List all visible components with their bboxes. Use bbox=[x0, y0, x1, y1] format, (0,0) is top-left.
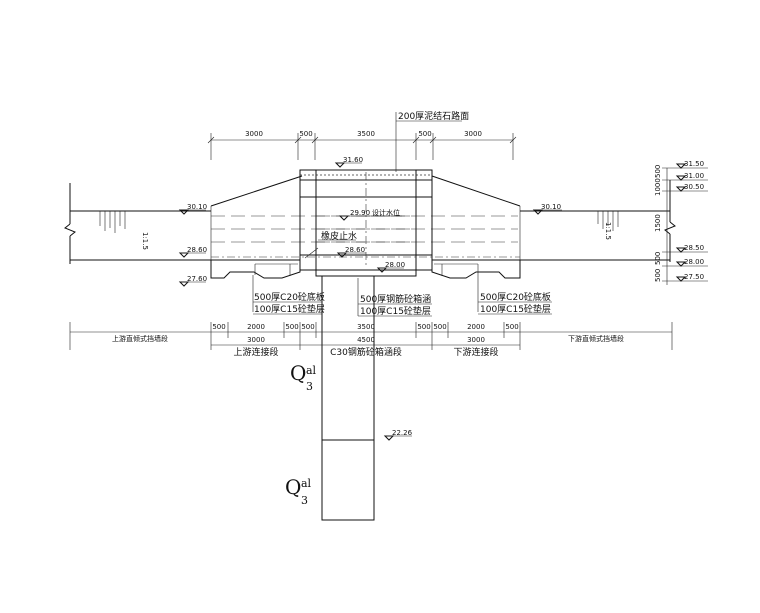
dim-bottom-3: 500 bbox=[285, 323, 298, 331]
right-connection-slab bbox=[431, 259, 521, 279]
elev-30-50: 30.50 bbox=[684, 183, 704, 191]
elev-28-60-mid: 28.60 bbox=[345, 246, 365, 254]
geology-sub-1: 3 bbox=[306, 380, 313, 393]
dim-bottom-2: 2000 bbox=[247, 323, 265, 331]
mid-slab-label-1: 500厚钢筋砼箱涵 bbox=[360, 293, 431, 305]
mid-slab-callout: 500厚钢筋砼箱涵 100厚C15砼垫层 bbox=[357, 278, 432, 317]
geology-label-upper: Q al 3 bbox=[290, 361, 317, 393]
elev-30-10-left: 30.10 bbox=[187, 203, 207, 211]
dim-top-1: 3000 bbox=[245, 130, 263, 138]
dim-top-3: 3500 bbox=[357, 130, 375, 138]
segment-culvert: C30钢筋砼箱涵段 bbox=[330, 346, 402, 358]
geology-label-lower: Q al 3 bbox=[285, 475, 312, 507]
dim-bottom-8: 2000 bbox=[467, 323, 485, 331]
right-slab-callout: 500厚C20砼底板 100厚C15砼垫层 bbox=[477, 275, 552, 315]
right-elevation-scale: 500 1000 1500 500 500 31.50 31.00 30.50 … bbox=[654, 160, 708, 285]
road-surface-label: 200厚泥结石路面 bbox=[398, 110, 469, 122]
mid-slab-label-2: 100厚C15砼垫层 bbox=[360, 305, 431, 317]
downstream-channel: 1:1.5 bbox=[520, 180, 676, 262]
dim-bottom-1: 500 bbox=[212, 323, 225, 331]
right-slab-label-2: 100厚C15砼垫层 bbox=[480, 303, 551, 315]
bottom-dimension-chain: 500 2000 500 500 3500 500 500 2000 500 3… bbox=[69, 322, 673, 358]
dim-right-1: 500 bbox=[654, 165, 662, 178]
dim-top-5: 3000 bbox=[464, 130, 482, 138]
road-surface-callout: 200厚泥结石路面 bbox=[395, 110, 469, 172]
dim-top-2: 500 bbox=[299, 130, 312, 138]
dim-bottom-6: 500 bbox=[417, 323, 430, 331]
dim-right-3: 1500 bbox=[654, 214, 662, 232]
elev-28-00-mid: 28.00 bbox=[385, 261, 405, 269]
upstream-channel: 1:1.5 bbox=[64, 183, 211, 264]
dim-bottom-4: 500 bbox=[301, 323, 314, 331]
elev-22-26: 22.26 bbox=[392, 429, 413, 437]
elev-30-10-right: 30.10 bbox=[541, 203, 561, 211]
elev-28-50: 28.50 bbox=[684, 244, 704, 252]
elev-31-50: 31.50 bbox=[684, 160, 704, 168]
geology-sup-2: al bbox=[301, 477, 312, 490]
geology-symbol-2: Q bbox=[285, 475, 301, 499]
right-slab-label-1: 500厚C20砼底板 bbox=[480, 291, 551, 303]
segment-downstream-retaining: 下游直倾式挡墙段 bbox=[568, 334, 624, 343]
elev-27-50: 27.50 bbox=[684, 273, 704, 281]
segment-downstream-connection: 下游连接段 bbox=[453, 346, 498, 358]
foundation-column bbox=[321, 275, 375, 521]
dim-up-conn-3000: 3000 bbox=[247, 336, 265, 344]
dim-right-2: 1000 bbox=[654, 178, 662, 196]
segment-upstream-retaining: 上游直倾式挡墙段 bbox=[112, 334, 168, 343]
dim-bottom-5: 3500 bbox=[357, 323, 375, 331]
dim-total: 4500 bbox=[357, 336, 375, 344]
left-slab-label-1: 500厚C20砼底板 bbox=[254, 291, 325, 303]
dim-top-4: 500 bbox=[418, 130, 431, 138]
dim-down-conn-3000: 3000 bbox=[467, 336, 485, 344]
elev-28-60-left: 28.60 bbox=[187, 246, 207, 254]
culvert-base-slab bbox=[315, 269, 417, 277]
slope-ratio-right: 1:1.5 bbox=[604, 222, 612, 240]
elev-27-60: 27.60 bbox=[187, 275, 207, 283]
elev-31-60: 31.60 bbox=[343, 156, 363, 164]
dim-bottom-7: 500 bbox=[433, 323, 446, 331]
box-culvert bbox=[299, 169, 433, 271]
design-water-level-label: 设计水位 bbox=[372, 208, 400, 217]
dim-right-4: 500 bbox=[654, 252, 662, 265]
geology-sup-1: al bbox=[306, 364, 317, 377]
elev-29-90: 29.90 bbox=[350, 209, 370, 217]
waterstop-callout: 橡皮止水 bbox=[304, 230, 357, 259]
left-connection-slab bbox=[210, 259, 301, 279]
embankment bbox=[210, 175, 521, 260]
segment-upstream-connection: 上游连接段 bbox=[233, 346, 278, 358]
left-slab-callout: 500厚C20砼底板 100厚C15砼垫层 bbox=[252, 275, 325, 315]
elev-28-00-right: 28.00 bbox=[684, 258, 704, 266]
dim-bottom-9: 500 bbox=[505, 323, 518, 331]
waterstop-label: 橡皮止水 bbox=[321, 230, 357, 242]
dim-right-5: 500 bbox=[654, 269, 662, 282]
geology-symbol-1: Q bbox=[290, 361, 306, 385]
top-dimension-chain: 3000 500 3500 500 3000 bbox=[207, 130, 517, 160]
elevation-markers: 31.60 30.10 30.10 29.90 设计水位 28.60 28.60… bbox=[178, 156, 562, 441]
left-slab-label-2: 100厚C15砼垫层 bbox=[254, 303, 325, 315]
elev-31-00: 31.00 bbox=[684, 172, 704, 180]
slope-ratio-left: 1:1.5 bbox=[141, 232, 149, 250]
geology-sub-2: 3 bbox=[301, 494, 308, 507]
